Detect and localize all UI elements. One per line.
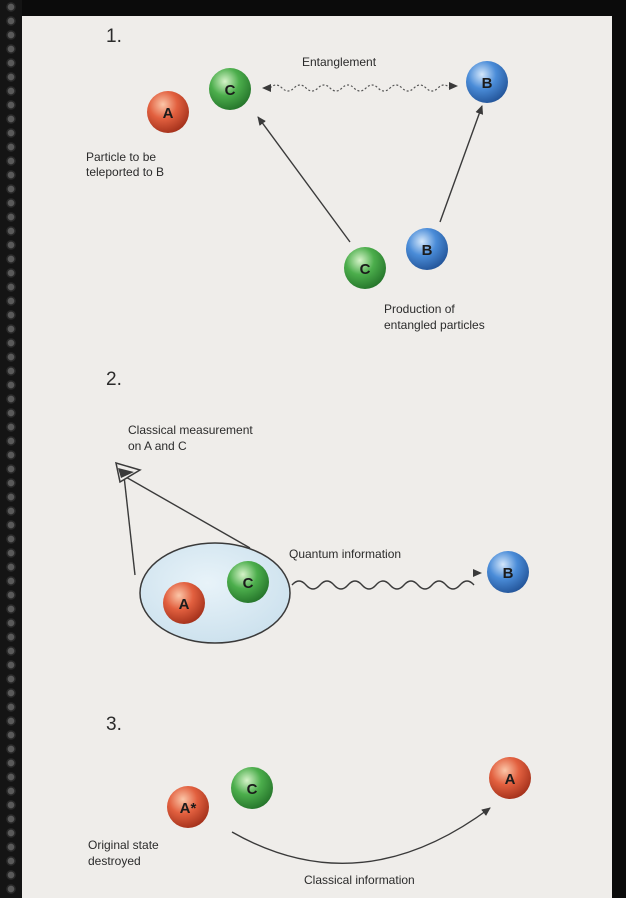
- svg-text:A: A: [163, 105, 174, 122]
- step-2-number: 2.: [106, 369, 122, 390]
- svg-text:C: C: [360, 261, 371, 278]
- particle-label-line1: Particle to be: [86, 150, 156, 164]
- arrow-to-c: [257, 116, 351, 243]
- particle-a-step2: A: [163, 582, 205, 624]
- particle-b-step2: B: [487, 551, 529, 593]
- svg-text:A: A: [179, 596, 190, 613]
- svg-text:A*: A*: [180, 800, 197, 817]
- particle-c-step2: C: [227, 561, 269, 603]
- measurement-line-right: [123, 475, 251, 549]
- entanglement-arrow-left: [262, 84, 271, 92]
- particle-c-step1: C: [209, 68, 251, 110]
- measurement-oval: [139, 542, 291, 644]
- classical-information-label: Classical information: [304, 873, 415, 887]
- particle-c-step3: C: [231, 767, 273, 809]
- svg-text:C: C: [225, 82, 236, 99]
- measurement-line-left: [123, 475, 136, 576]
- quantum-information-label: Quantum information: [289, 547, 401, 561]
- production-label-line2: entangled particles: [384, 318, 485, 332]
- svg-text:A: A: [505, 771, 516, 788]
- measurement-detector-icon: [115, 461, 142, 484]
- entanglement-label: Entanglement: [302, 55, 377, 69]
- particle-a-teleported: A: [489, 757, 531, 799]
- particle-a-step1: A: [147, 91, 189, 133]
- svg-text:B: B: [482, 75, 493, 92]
- entanglement-arrow-right: [449, 82, 458, 90]
- destroyed-label-line1: Original state: [88, 838, 159, 852]
- svg-text:C: C: [243, 575, 254, 592]
- particle-b-production: B: [406, 228, 448, 270]
- diagram-panel: [22, 16, 612, 898]
- production-label-line1: Production of: [384, 302, 455, 316]
- arrow-to-b: [439, 105, 484, 223]
- step-1-number: 1.: [106, 26, 122, 47]
- classical-information-arrow: [231, 807, 491, 865]
- quantum-information-wave: [291, 580, 475, 590]
- particle-b-step1: B: [466, 61, 508, 103]
- right-border: [612, 0, 626, 898]
- top-border: [22, 0, 626, 16]
- particle-a-star: A*: [167, 786, 209, 828]
- measurement-label-line1: Classical measurement: [128, 423, 253, 437]
- particle-label-line2: teleported to B: [86, 165, 164, 179]
- quantum-arrow-head: [473, 569, 482, 577]
- particle-c-production: C: [344, 247, 386, 289]
- svg-text:B: B: [422, 242, 433, 259]
- svg-text:B: B: [503, 565, 514, 582]
- entanglement-wave: [269, 84, 451, 92]
- film-strip-border: [0, 0, 22, 898]
- measurement-label-line2: on A and C: [128, 439, 187, 453]
- svg-text:C: C: [247, 781, 258, 798]
- step-3-number: 3.: [106, 714, 122, 735]
- destroyed-label-line2: destroyed: [88, 854, 141, 868]
